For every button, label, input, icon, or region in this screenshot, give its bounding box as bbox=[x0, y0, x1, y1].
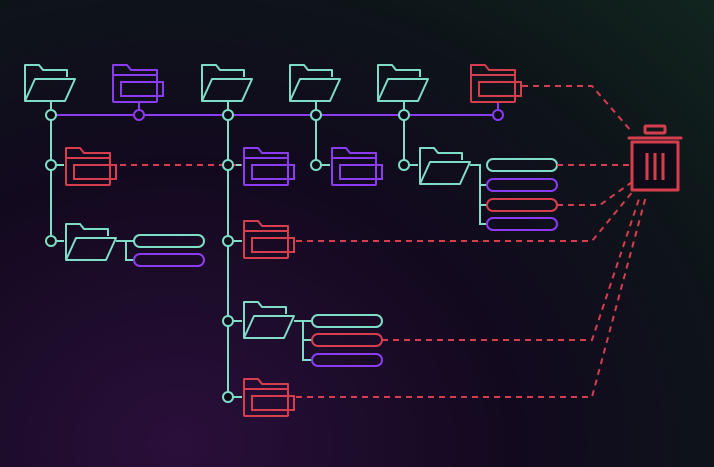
file-pill[interactable] bbox=[311, 333, 383, 347]
folder-open-icon[interactable] bbox=[24, 64, 76, 102]
trash-icon[interactable] bbox=[627, 124, 683, 192]
folder-open-icon[interactable] bbox=[243, 301, 295, 339]
branch-2 bbox=[227, 115, 242, 398]
folder-icon[interactable] bbox=[65, 147, 117, 186]
folder-open-icon[interactable] bbox=[201, 64, 253, 102]
deletion-links bbox=[120, 85, 647, 398]
branch-3 bbox=[315, 115, 330, 166]
folder-icon[interactable] bbox=[331, 147, 383, 186]
folder-open-icon[interactable] bbox=[65, 223, 117, 261]
folder-open-icon[interactable] bbox=[289, 64, 341, 102]
branch-4 bbox=[403, 115, 418, 166]
file-pill[interactable] bbox=[311, 314, 383, 328]
folder-open-icon[interactable] bbox=[377, 64, 429, 102]
folder-icon[interactable] bbox=[243, 147, 295, 186]
file-pill[interactable] bbox=[133, 253, 205, 267]
branch-1 bbox=[50, 115, 64, 242]
folder-icon[interactable] bbox=[112, 64, 164, 103]
file-pill[interactable] bbox=[486, 217, 558, 231]
file-pill[interactable] bbox=[486, 198, 558, 212]
file-pill[interactable] bbox=[486, 158, 558, 172]
folder-open-icon[interactable] bbox=[419, 147, 471, 185]
file-pill[interactable] bbox=[311, 353, 383, 367]
file-pill[interactable] bbox=[486, 178, 558, 192]
file-pill[interactable] bbox=[133, 234, 205, 248]
folder-icon[interactable] bbox=[243, 378, 295, 417]
folder-icon[interactable] bbox=[470, 64, 522, 103]
junction-dots bbox=[45, 109, 504, 403]
folder-icon[interactable] bbox=[243, 220, 295, 259]
